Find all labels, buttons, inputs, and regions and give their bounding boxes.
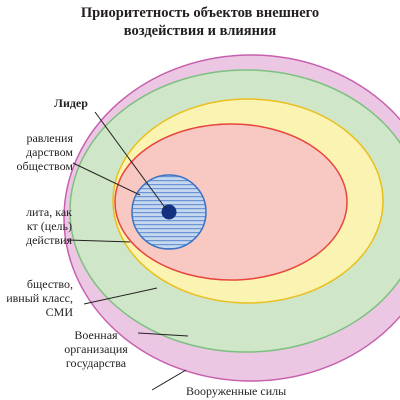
label-armed-forces: Вооруженные силы <box>186 384 286 398</box>
leader-line-society <box>83 287 158 305</box>
label-governance-line-3: обществом <box>17 159 74 173</box>
label-elite-line-1: лита, как <box>26 205 72 219</box>
leader-line-elite <box>67 239 131 243</box>
leader-line-military-org <box>137 332 189 337</box>
label-governance-line-1: равления <box>26 131 73 145</box>
label-society-line-2: ивный класс, <box>6 291 73 305</box>
label-military-org-line-1: Военная <box>74 328 118 342</box>
label-military-org-line-3: государства <box>66 356 127 370</box>
leader-lines <box>67 111 189 391</box>
label-society-line-1: бщество, <box>27 277 73 291</box>
leader-line-leader <box>94 111 167 210</box>
label-governance-line-2: дарством <box>26 145 73 159</box>
label-society-line-3: СМИ <box>46 305 74 319</box>
label-leader: Лидер <box>54 96 88 110</box>
label-elite-line-2: кт (цель) <box>27 219 72 233</box>
diagram-title-line-1: Приоритетность объектов внешнего <box>81 5 319 21</box>
diagram-title-line-2: воздействия и влияния <box>124 23 277 39</box>
label-elite-line-3: действия <box>26 233 73 247</box>
leader-line-governance <box>72 162 141 196</box>
leader-line-armed-forces <box>151 369 187 391</box>
label-military-org-line-2: организация <box>64 342 128 356</box>
